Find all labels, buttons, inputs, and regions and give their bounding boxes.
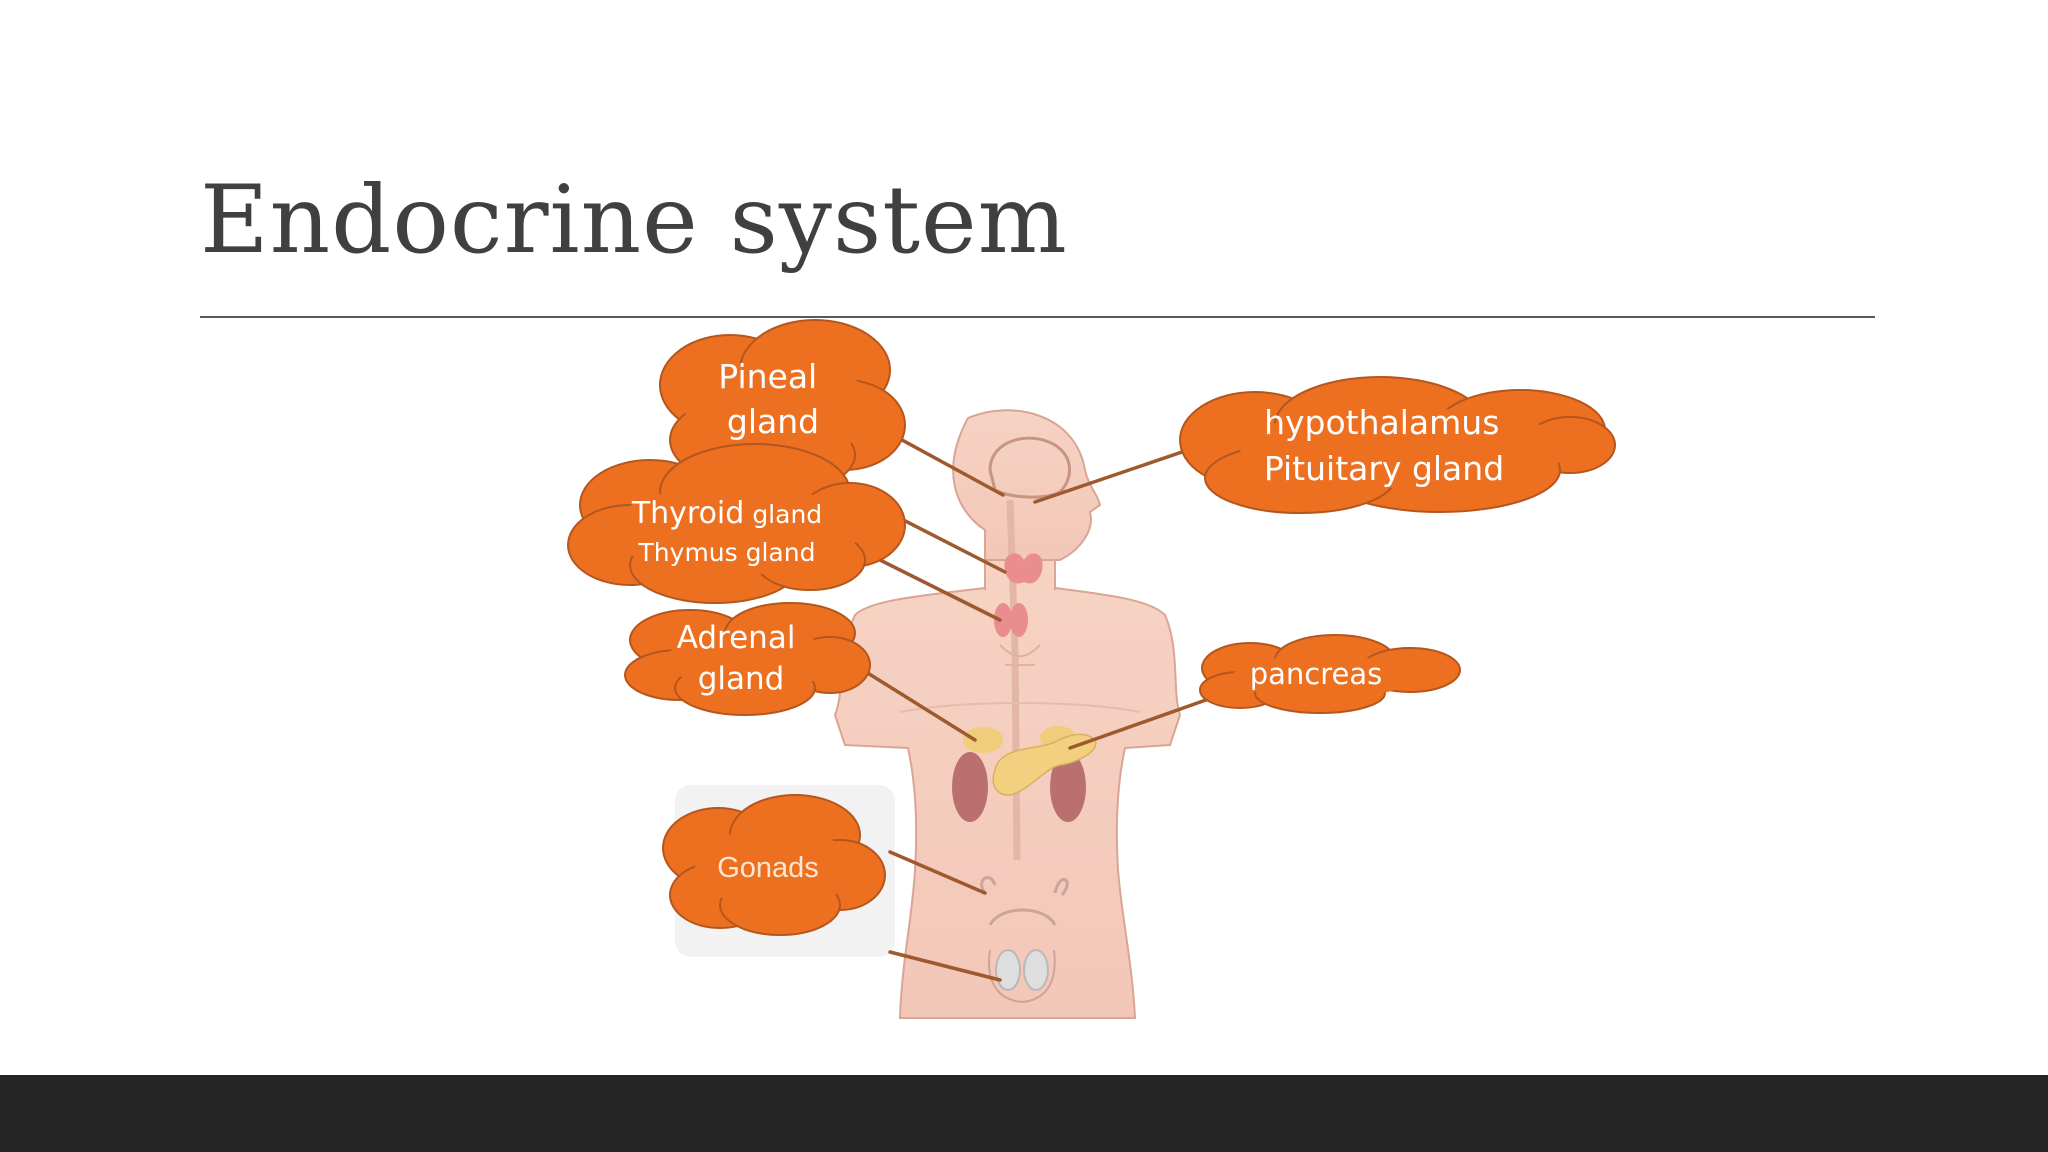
thyroid-label-small: gland [752,500,822,529]
title-divider [200,316,1875,318]
thymus-right [1010,603,1028,637]
gonads-connector-2 [888,950,1002,982]
thymus-connector [858,548,1002,622]
right-kidney [1050,752,1086,822]
gonads-connector-1 [888,850,987,895]
pancreas-cloud: pancreas [1199,634,1461,714]
thyroid-organ [1004,553,1043,584]
left-kidney [952,752,988,822]
pancreas-label: pancreas [1250,657,1383,691]
pineal-label-line1: Pineal [718,357,817,396]
slide-title: Endocrine system [200,166,1068,275]
neck-outline [984,560,1056,590]
gonads-label: Gonads [717,852,819,884]
thymus-left [994,603,1012,637]
gonads-cloud: Gonads [662,794,886,936]
sternum-lines [999,644,1041,666]
right-gonad [1023,949,1049,991]
left-adrenal [963,727,1003,753]
footer-bar [0,1075,2048,1152]
svg-text:Pineal gland: Pineal gland [718,357,827,441]
pineal-label-line2: gland [727,402,819,441]
adrenal-cloud: Adrenal gland [624,602,871,716]
head [952,409,1102,561]
hypothalamus-label-line2: Pituitary gland [1264,449,1504,488]
adrenal-label-line1: Adrenal [677,620,796,656]
thymus-label: Thymus gland [638,538,816,567]
adrenal-label-line2: gland [698,661,785,697]
pelvis-outline [980,876,1069,926]
hypothalamus-label-line1: hypothalamus [1264,403,1499,442]
svg-text:hypothalamus Pituitary: hypothalamus Pituitary gland [1264,403,1510,488]
brain [988,436,1071,499]
pancreas-connector [1068,693,1222,750]
hypothalamus-connector [1033,450,1184,504]
left-gonad [995,949,1021,991]
hypothalamus-cloud: hypothalamus Pituitary gland [1179,376,1616,514]
svg-text:Adrenal gland: Adrenal gland [677,620,806,697]
adrenal-connector [848,660,977,742]
thyroid-label-main: Thyroid [631,496,745,531]
